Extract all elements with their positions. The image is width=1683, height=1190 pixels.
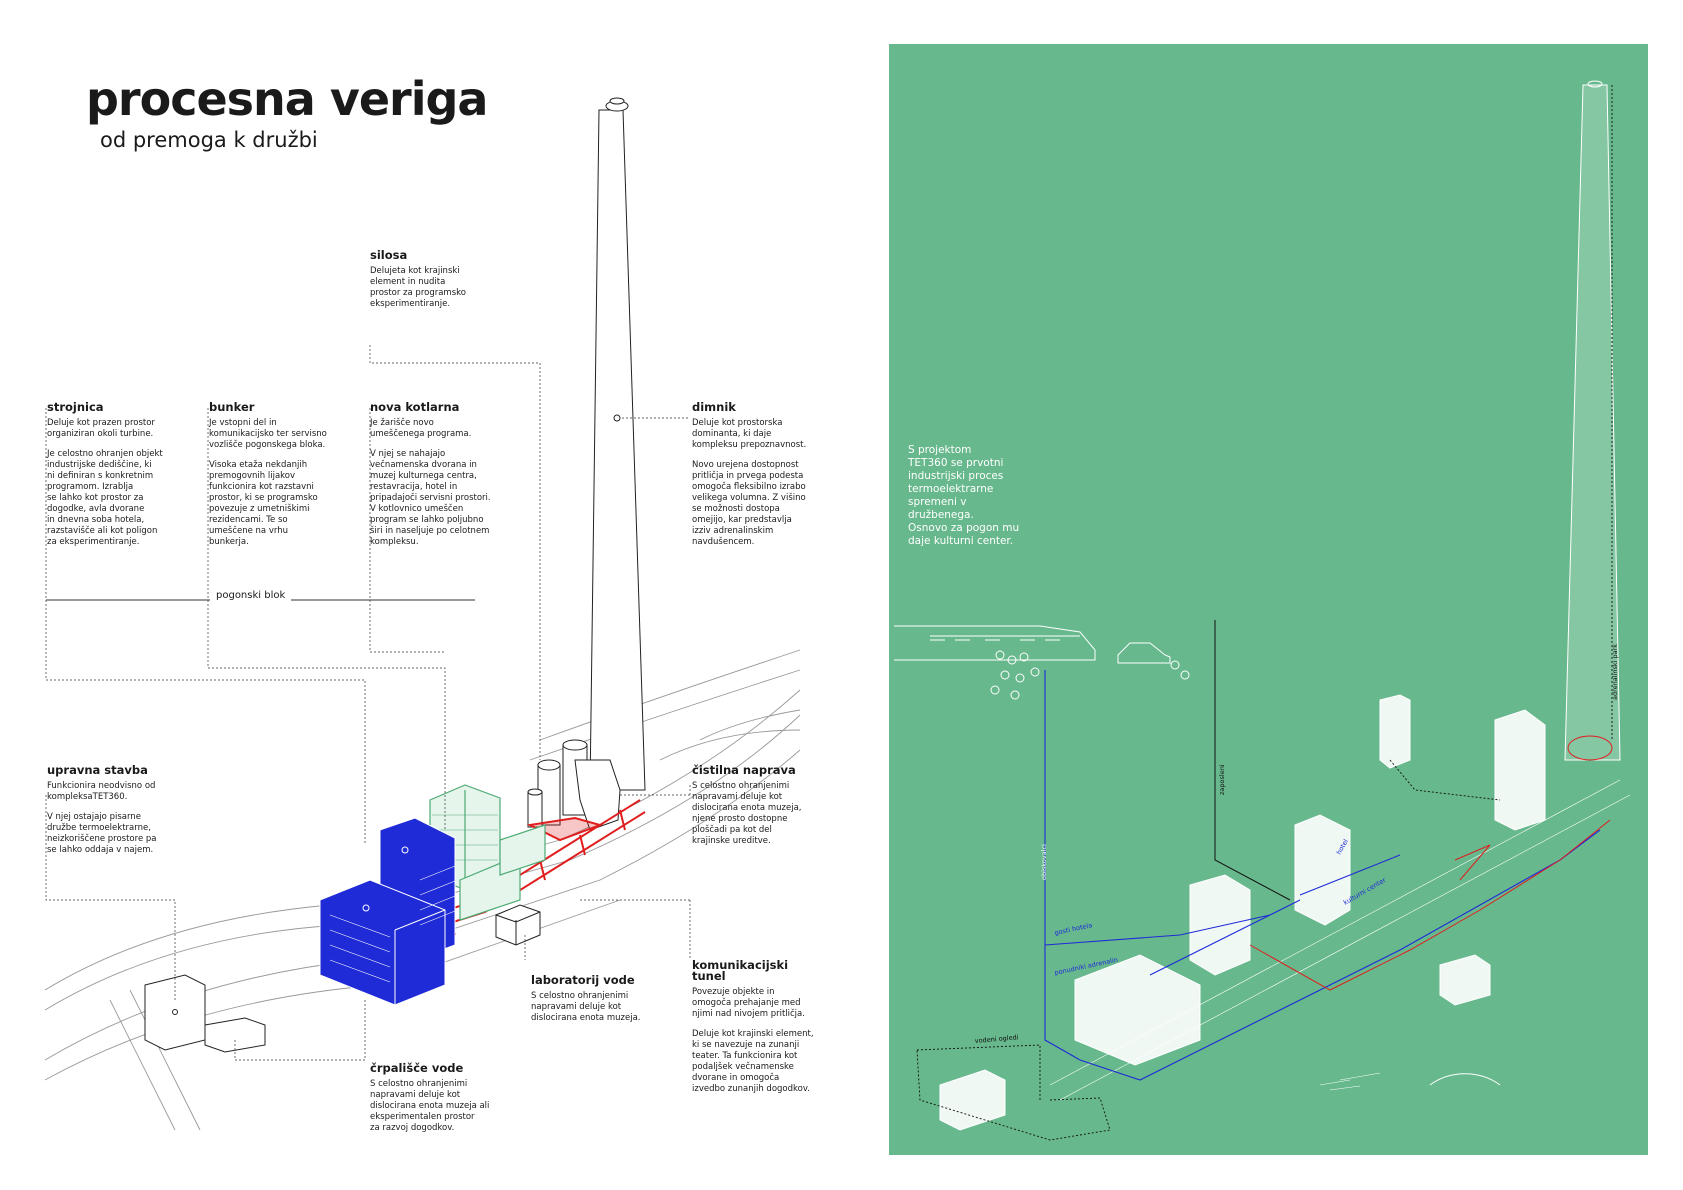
label-text: Povezuje objekte in omogoča prehajanje m… xyxy=(692,987,805,1019)
train xyxy=(894,625,1096,661)
label-zaposleni: zaposleni xyxy=(1218,764,1226,795)
left-diagram xyxy=(44,97,801,1131)
label-title: nova kotlarna xyxy=(370,400,460,414)
label-title: strojnica xyxy=(47,400,104,414)
label-bunker: bunker Je vstopni del in komunikacijsko … xyxy=(209,400,369,557)
label-upravna-stavba: upravna stavba Funkcionira neodvisno od … xyxy=(47,763,207,865)
label-obiskovalci: obiskovalci xyxy=(1040,844,1048,880)
silos-drawing xyxy=(527,739,621,831)
label-text-2: Deluje kot krajinski element, ki se nave… xyxy=(692,1029,814,1094)
label-text-2: Visoka etaža nekdanjih premogovnih lijak… xyxy=(209,460,318,547)
label-title: čistilna naprava xyxy=(692,763,796,777)
label-text: Deluje kot prazen prostor organiziran ok… xyxy=(47,418,155,439)
label-text: S celostno ohranjenimi napravami deluje … xyxy=(531,991,641,1023)
label-text-2: V njej ostajajo pisarne družbe termoelek… xyxy=(47,812,157,855)
label-crpalisce-vode: črpališče vode S celostno ohranjenimi na… xyxy=(370,1061,530,1143)
lab-building xyxy=(495,904,541,946)
label-text: Deluje kot prostorska dominanta, ki daje… xyxy=(692,418,807,450)
label-title: bunker xyxy=(209,400,255,414)
label-vodeni-ogledi: vodeni ogledi xyxy=(974,1033,1019,1045)
car xyxy=(1117,642,1171,664)
label-cistilna-naprava: čistilna naprava S celostno ohranjenimi … xyxy=(692,763,852,856)
label-strojnica: strojnica Deluje kot prazen prostor orga… xyxy=(47,400,207,557)
chimney-drawing xyxy=(589,97,646,791)
hotel-building xyxy=(1294,814,1351,926)
page-title: procesna veriga xyxy=(86,72,488,126)
page-subtitle: od premoga k družbi xyxy=(100,128,318,152)
label-text-2: Novo urejena dostopnost pritličja in prv… xyxy=(692,460,806,547)
label-nova-kotlarna: nova kotlarna Je žarišče novo umeščenega… xyxy=(370,400,530,557)
admin-building xyxy=(144,974,266,1053)
label-title: komunikacijski tunel xyxy=(692,958,789,983)
label-adrenalinski-park: adrenalinski park xyxy=(1611,644,1619,700)
label-title: laboratorij vode xyxy=(531,973,635,987)
label-title: dimnik xyxy=(692,400,736,414)
label-text: Je vstopni del in komunikacijsko ter ser… xyxy=(209,418,327,450)
pogonski-blok-label: pogonski blok xyxy=(210,590,292,601)
label-dimnik: dimnik Deluje kot prostorska dominanta, … xyxy=(692,400,852,557)
strojnica-building xyxy=(319,817,456,1006)
label-text-2: V njej se nahajajo večnamenska dvorana i… xyxy=(370,449,491,547)
label-text: Delujeta kot krajinski element in nudita… xyxy=(370,266,466,309)
label-text: S celostno ohranjenimi napravami deluje … xyxy=(692,781,802,846)
label-silosa: silosa Delujeta kot krajinski element in… xyxy=(370,248,530,319)
label-gosti-hotela: gosti hotela xyxy=(1054,921,1093,937)
label-text: S celostno ohranjenimi napravami deluje … xyxy=(370,1079,490,1133)
label-komunikacijski-tunel: komunikacijski tunel Povezuje objekte in… xyxy=(692,958,852,1104)
label-title: upravna stavba xyxy=(47,763,148,777)
label-text: Funkcionira neodvisno od kompleksaTET360… xyxy=(47,781,156,802)
label-title: silosa xyxy=(370,248,408,262)
green-panel xyxy=(889,44,1648,1155)
label-title: črpališče vode xyxy=(370,1061,464,1075)
people-group xyxy=(990,650,1190,700)
label-text: Je žarišče novo umeščenega programa. xyxy=(370,418,472,439)
label-laboratorij-vode: laboratorij vode S celostno ohranjenimi … xyxy=(531,973,691,1033)
label-text-2: Je celostno ohranjen objekt industrijske… xyxy=(47,449,163,547)
green-panel-text: S projektom TET360 se prvotni industrijs… xyxy=(908,444,1020,547)
